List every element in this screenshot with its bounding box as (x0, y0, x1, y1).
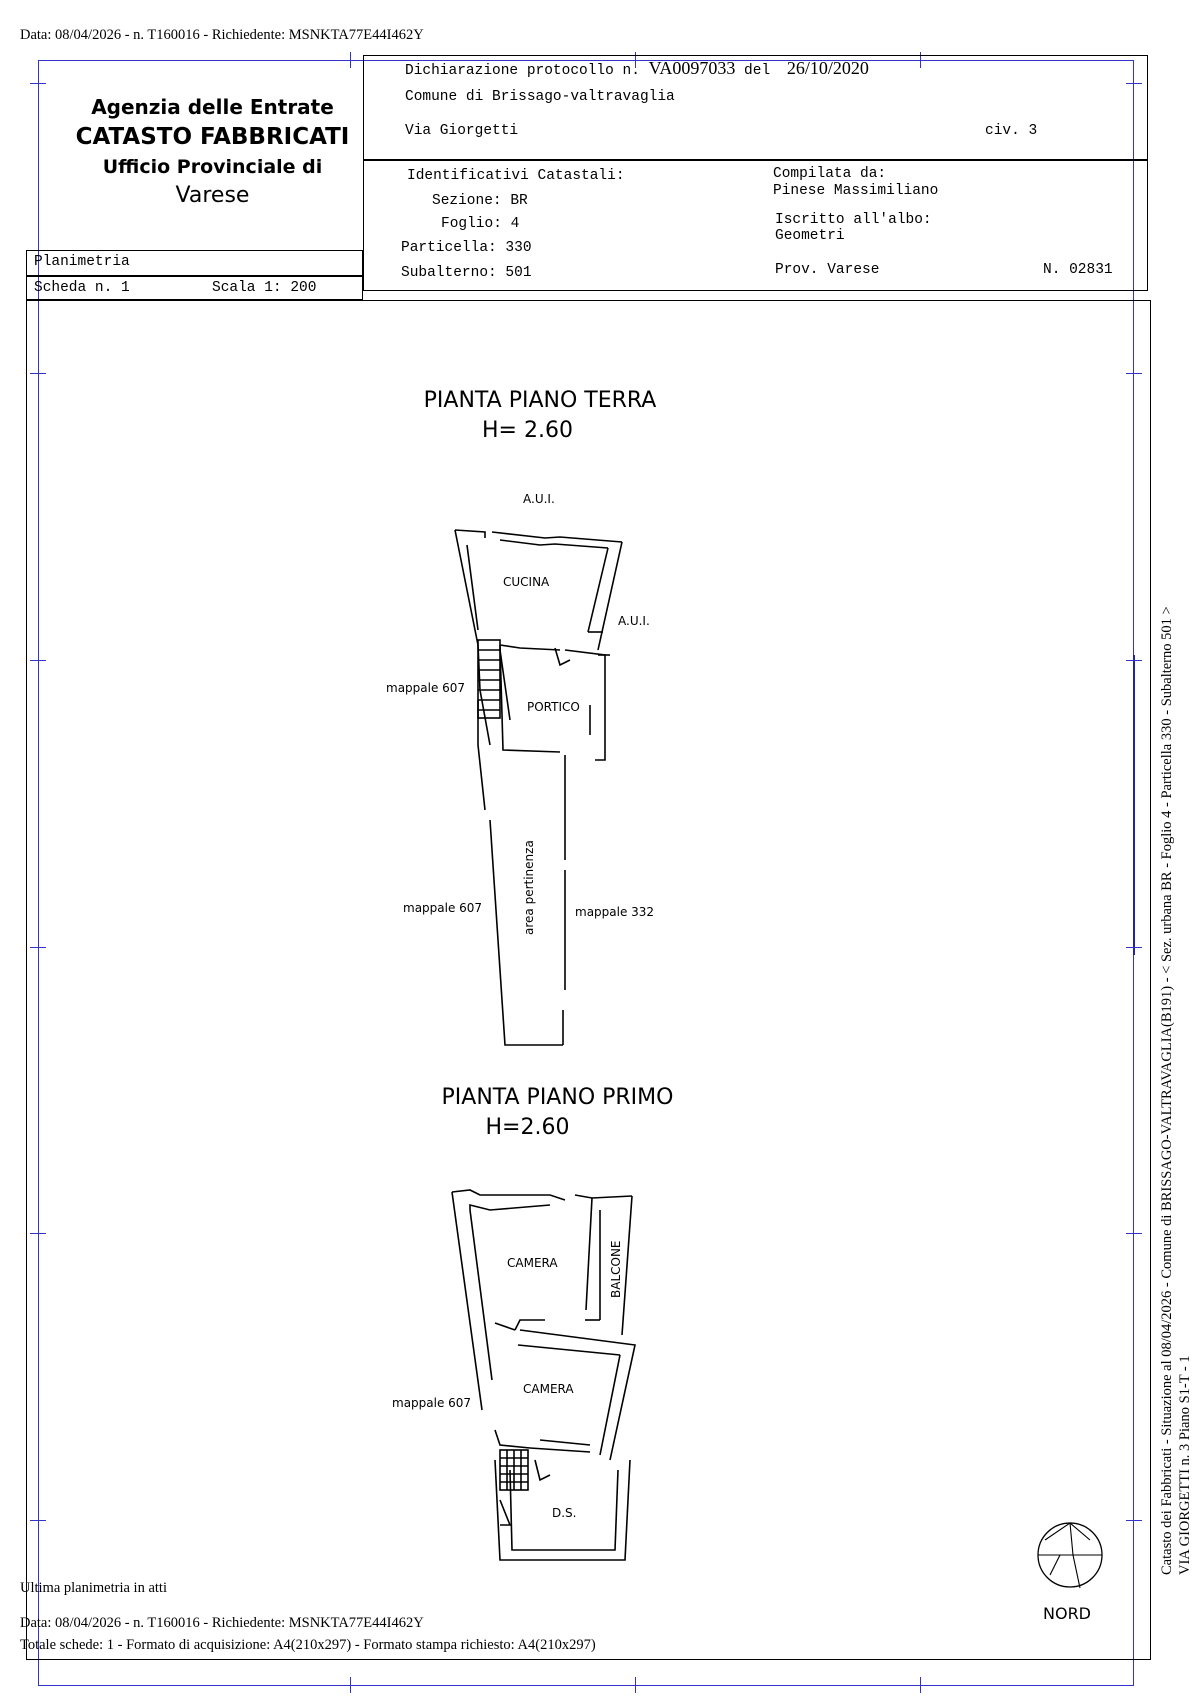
via: Via Giorgetti (405, 123, 519, 139)
declaration-del: del (744, 63, 771, 79)
agency-name: Agenzia delle Entrate (91, 95, 334, 119)
catasto-title: CATASTO FABBRICATI (75, 124, 350, 150)
declaration-number: VA0097033 (648, 58, 736, 78)
iscritto-label: Iscritto all'albo: (775, 212, 932, 228)
side-text-line1: Catasto dei Fabbricati - Situazione al 0… (1159, 606, 1175, 1575)
declaration-date: 26/10/2020 (786, 58, 869, 78)
label-ds: D.S. (552, 1506, 577, 1520)
label-portico: PORTICO (527, 700, 580, 714)
agency-header: Agenzia delle Entrate CATASTO FABBRICATI… (25, 93, 400, 211)
declaration-line: Dichiarazione protocollo n. VA0097033 de… (405, 58, 869, 79)
ufficio-label: Ufficio Provinciale di (102, 156, 323, 178)
scheda-number: Scheda n. 1 (34, 280, 130, 296)
declaration-label: Dichiarazione protocollo n. (405, 63, 640, 79)
ground-floor-title: PIANTA PIANO TERRA (423, 388, 657, 413)
sezione: Sezione: BR (432, 193, 528, 209)
header-info-box (363, 55, 1148, 291)
side-text-line2: VIA GIORGETTI n. 3 Piano S1-T - 1 (1177, 1355, 1193, 1575)
first-floor-height: H=2.60 (485, 1115, 570, 1140)
request-line-bottom: Data: 08/04/2026 - n. T160016 - Richiede… (20, 1615, 424, 1631)
label-mappale-607-b: mappale 607 (403, 901, 482, 915)
label-camera-1: CAMERA (507, 1256, 558, 1270)
label-mappale-332: mappale 332 (575, 905, 654, 919)
comune: Comune di Brissago-valtravaglia (405, 89, 675, 105)
totale-schede: Totale schede: 1 - Formato di acquisizio… (20, 1637, 596, 1653)
first-floor-title: PIANTA PIANO PRIMO (441, 1085, 674, 1110)
ultima-planimetria: Ultima planimetria in atti (20, 1580, 167, 1596)
label-camera-2: CAMERA (523, 1382, 574, 1396)
subalterno: Subalterno: 501 (401, 265, 532, 281)
label-balcone: BALCONE (609, 1240, 623, 1298)
ground-floor-height: H= 2.60 (482, 418, 573, 443)
ufficio-province: Varese (175, 183, 250, 208)
request-line-top: Data: 08/04/2026 - n. T160016 - Richiede… (20, 27, 424, 43)
label-aui-right: A.U.I. (618, 614, 650, 628)
foglio: Foglio: 4 (441, 216, 520, 232)
label-mappale-607-a: mappale 607 (386, 681, 465, 695)
label-cucina: CUCINA (503, 575, 550, 589)
label-aui-top: A.U.I. (523, 492, 555, 506)
compilata-label: Compilata da: (773, 166, 887, 182)
albo: Geometri (775, 228, 845, 244)
north-arrow-icon (1037, 1522, 1103, 1589)
label-area-pertinenza: area pertinenza (522, 840, 536, 935)
ground-floor-plan (454, 529, 623, 1046)
drawing-frame (26, 300, 1151, 1660)
planimetria-title: Planimetria (34, 254, 130, 270)
scala: Scala 1: 200 (212, 280, 317, 296)
prov: Prov. Varese (775, 262, 880, 278)
compilata-name: Pinese Massimiliano (773, 183, 939, 199)
particella: Particella: 330 (401, 240, 532, 256)
first-floor-plan (451, 1189, 636, 1561)
planimetria-divider (26, 275, 363, 277)
identificativi-title: Identificativi Catastali: (407, 168, 625, 184)
label-mappale-607-first: mappale 607 (392, 1396, 471, 1410)
header-info-divider (363, 159, 1148, 161)
civico: civ. 3 (985, 123, 1038, 139)
albo-number: N. 02831 (1043, 262, 1113, 278)
nord-label: NORD (1043, 1604, 1091, 1623)
